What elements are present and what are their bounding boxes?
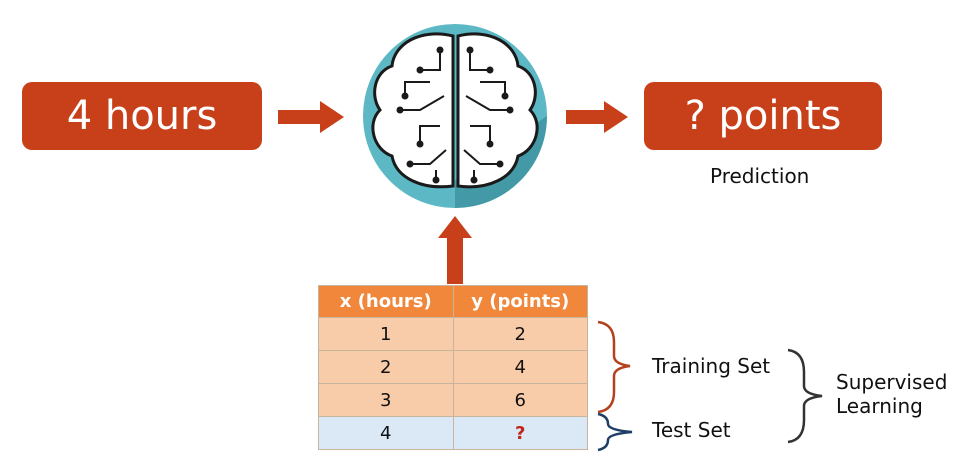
supervised-line-2: Learning [836,394,923,418]
test-set-label: Test Set [652,418,731,442]
training-data-table: x (hours) y (points) 1 2 2 4 3 6 4 ? [318,285,588,450]
training-brace [597,320,631,414]
column-header-y: y (points) [452,285,588,318]
cell-y: 6 [452,383,588,417]
cell-x: 2 [318,350,454,384]
brain-circuit-icon [363,24,547,208]
prediction-caption: Prediction [710,164,810,188]
cell-x: 4 [318,416,454,450]
table-row: 3 6 [318,383,588,417]
output-box: ? points [644,82,882,150]
column-header-x: x (hours) [318,285,454,318]
supervised-line-1: Supervised [836,370,948,394]
table-header-row: x (hours) y (points) [318,285,588,318]
training-set-label: Training Set [652,354,771,378]
supervised-brace [787,348,823,444]
arrow-up-icon [438,216,472,284]
arrow-right-icon [566,101,628,133]
cell-y: 2 [452,317,588,351]
input-text: 4 hours [66,93,218,139]
cell-x: 1 [318,317,454,351]
arrow-right-icon [278,101,344,133]
cell-x: 3 [318,383,454,417]
table-row: 2 4 [318,350,588,384]
cell-y-unknown: ? [452,416,588,450]
input-box: 4 hours [22,82,262,150]
cell-y: 4 [452,350,588,384]
table-row: 1 2 [318,317,588,351]
output-text: ? points [684,93,842,139]
supervised-learning-label: Supervised Learning [836,370,947,418]
test-brace [597,412,633,452]
test-row: 4 ? [318,416,588,450]
